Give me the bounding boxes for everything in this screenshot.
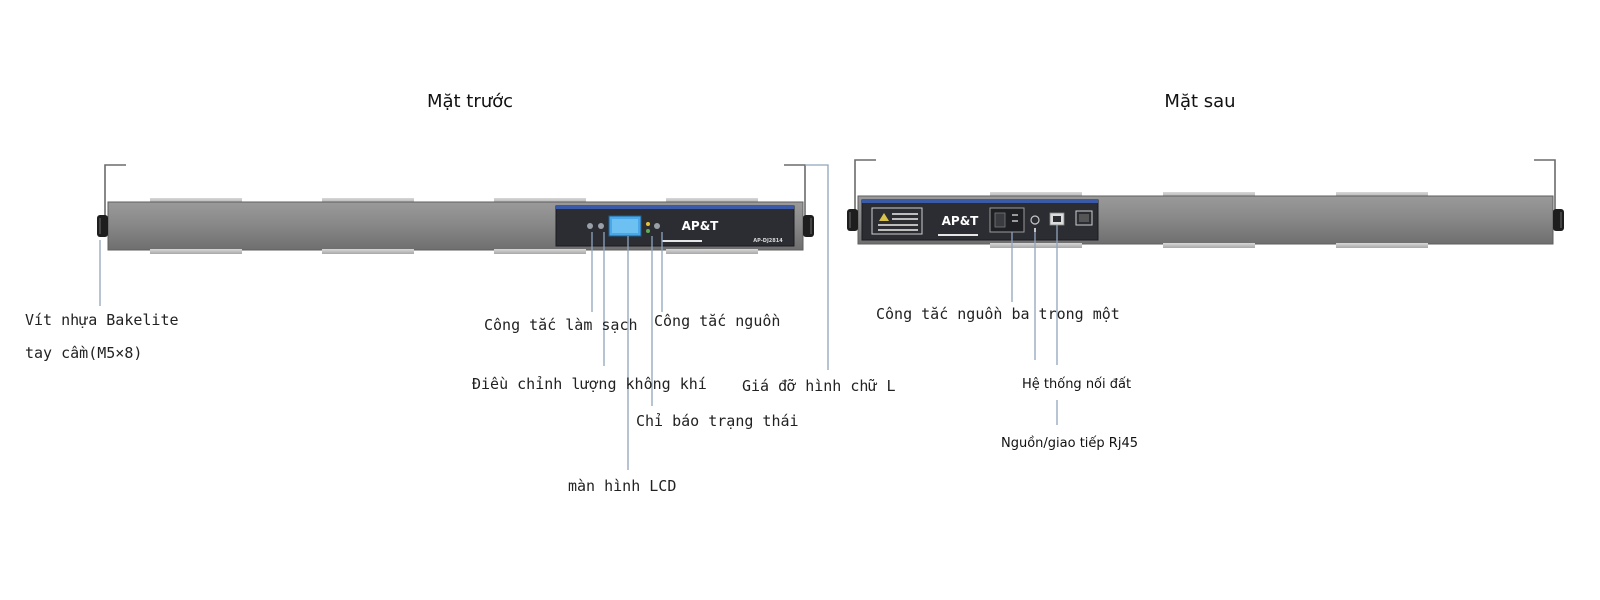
bakelite-knob-icon <box>1553 209 1564 231</box>
lcd-screen-inner <box>612 219 638 233</box>
power-button-icon <box>654 223 660 229</box>
back-panel-accent <box>862 200 1098 203</box>
front-panel-stripe <box>662 240 702 242</box>
back-left-l-bracket <box>854 159 876 216</box>
bakelite-knob-icon <box>803 215 814 237</box>
back-bar: AP&T <box>847 159 1564 248</box>
label-lcd-screen: màn hình LCD <box>568 477 676 495</box>
port-cover-icon <box>1075 210 1093 226</box>
front-bottom-tab-3 <box>494 249 586 254</box>
label-rj45: Nguồn/giao tiếp Rj45 <box>1001 436 1138 451</box>
front-tab-4 <box>666 198 758 204</box>
back-tab-3 <box>1336 192 1428 198</box>
label-grounding: Hệ thống nối đất <box>1022 377 1131 392</box>
front-left-l-bracket <box>104 164 126 222</box>
bakelite-knob-icon <box>847 209 858 231</box>
front-bottom-tab-2 <box>322 249 414 254</box>
status-led-icon <box>646 222 650 226</box>
air-adjust-button-icon <box>598 223 604 229</box>
clean-button-icon <box>587 223 593 229</box>
front-brand-logo: AP&T <box>682 219 720 233</box>
label-bakelite-line2: tay cầm(M5×8) <box>25 344 142 362</box>
callout-labels: Vít nhựa Bakelite tay cầm(M5×8) Công tắc… <box>25 305 1138 495</box>
front-panel-accent <box>556 206 794 209</box>
warning-label-icon <box>871 207 923 235</box>
front-model-label: AP-DJ2814 <box>753 238 783 244</box>
back-right-l-bracket <box>1534 159 1556 216</box>
ground-symbol-icon <box>1030 215 1040 232</box>
front-tab-2 <box>322 198 414 204</box>
back-bottom-tab-2 <box>1163 243 1255 248</box>
label-l-bracket: Giá đỡ hình chữ L <box>742 377 896 395</box>
front-bar: AP&T AP-DJ2814 <box>97 164 814 254</box>
status-led-icon <box>646 229 650 233</box>
front-control-panel <box>555 205 795 247</box>
back-brand-logo: AP&T <box>942 214 980 228</box>
front-tab-1 <box>150 198 242 204</box>
power-socket-icon <box>989 207 1025 233</box>
rj45-port-icon <box>1049 212 1065 226</box>
front-bottom-tab-4 <box>666 249 758 254</box>
front-tab-3 <box>494 198 586 204</box>
back-bottom-tab-1 <box>990 243 1082 248</box>
back-tab-2 <box>1163 192 1255 198</box>
label-power-switch: Công tắc nguồn <box>654 312 780 330</box>
front-title: Mặt trước <box>427 91 513 112</box>
bakelite-knob-icon <box>97 215 108 237</box>
back-panel-stripe <box>938 234 978 236</box>
back-bottom-tab-3 <box>1336 243 1428 248</box>
label-clean-switch: Công tắc làm sạch <box>484 316 638 334</box>
label-status-indicator: Chỉ báo trạng thái <box>636 412 799 430</box>
back-tab-1 <box>990 192 1082 198</box>
label-bakelite-line1: Vít nhựa Bakelite <box>25 311 179 329</box>
leader-lines <box>99 164 1058 470</box>
leader-l-bracket <box>805 164 829 370</box>
label-air-adjust: Điều chỉnh lượng không khí <box>472 375 707 393</box>
back-title: Mặt sau <box>1164 91 1235 112</box>
front-bottom-tab-1 <box>150 249 242 254</box>
label-three-in-one-switch: Công tắc nguồn ba trong một <box>876 305 1120 323</box>
